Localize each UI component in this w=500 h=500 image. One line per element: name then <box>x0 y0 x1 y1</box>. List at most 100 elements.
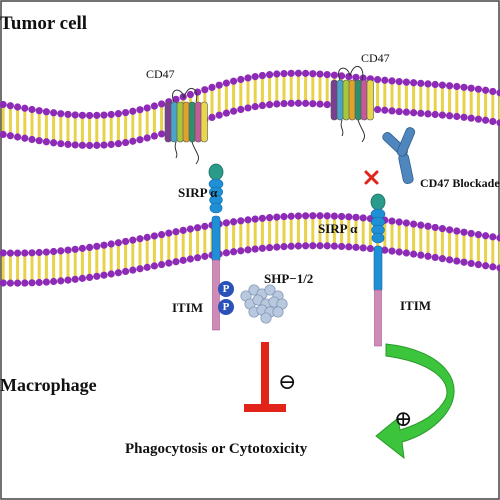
sirp-alpha-label-left: SIRP α <box>178 185 218 200</box>
cd47-helix <box>182 101 190 143</box>
cd47-helix <box>336 79 344 121</box>
lipid-head <box>86 141 94 150</box>
lipid-head <box>172 228 180 236</box>
cd47-helix <box>348 79 356 121</box>
lipid-head <box>28 249 36 257</box>
itim-tail <box>374 289 382 347</box>
lipid-head <box>50 109 58 117</box>
itim-label-right: ITIM <box>400 298 432 313</box>
phosphate-badge: P <box>218 299 234 315</box>
lipid-head <box>129 137 137 145</box>
cd47-helix <box>176 101 184 143</box>
lipid-head <box>402 249 410 257</box>
lipid-head <box>244 216 252 224</box>
lipid-head <box>381 76 389 84</box>
lipid-head <box>474 230 482 239</box>
macrophage-label: Macrophage <box>0 375 97 395</box>
lipid-head <box>150 132 158 140</box>
lipid-head <box>158 230 166 239</box>
lipid-head <box>35 107 43 115</box>
lipid-head <box>309 212 317 220</box>
lipid-head <box>323 212 331 220</box>
lipid-head <box>42 278 51 286</box>
lipid-head <box>446 112 454 120</box>
lipid-head <box>359 214 367 222</box>
lipid-head <box>467 229 475 238</box>
lipid-head <box>251 103 259 111</box>
cd47-tail <box>357 119 365 143</box>
lipid-head <box>14 279 22 287</box>
receptors <box>164 66 416 347</box>
lipid-head <box>266 244 274 252</box>
lipid-head <box>460 228 468 236</box>
lipid-head <box>424 80 432 88</box>
lipid-head <box>28 279 36 287</box>
lipid-head <box>122 138 130 147</box>
lipid-head <box>114 239 122 247</box>
lipid-head <box>316 212 324 220</box>
lipid-head <box>381 246 389 254</box>
cd47-helix <box>330 79 338 121</box>
lipid-head <box>194 88 202 96</box>
lipid-head <box>482 86 490 94</box>
sirp-alpha-label-right: SIRP α <box>318 221 358 236</box>
lipid-head <box>107 240 115 248</box>
lipid-head <box>114 140 122 148</box>
lipid-head <box>93 242 101 250</box>
lipid-head <box>273 213 281 221</box>
lipid-head <box>410 220 418 228</box>
sirp-domain <box>209 202 223 214</box>
lipid-head <box>244 246 252 254</box>
lipid-head <box>222 79 230 87</box>
lipid-head <box>114 269 122 277</box>
lipid-head <box>50 247 58 256</box>
lipid-head <box>57 140 65 148</box>
lipid-head <box>438 111 446 119</box>
cd47-loop <box>338 66 364 81</box>
lipid-head <box>150 262 158 270</box>
lipid-head <box>359 244 367 252</box>
lipid-head <box>165 259 173 267</box>
lipid-head <box>158 260 166 269</box>
lipid-head <box>258 101 266 110</box>
cd47-blockade-label: CD47 Blockade <box>420 176 500 190</box>
lipid-head <box>14 103 22 111</box>
inhibit-arrow-icon <box>261 342 269 406</box>
lipid-head <box>78 141 86 149</box>
lipid-head <box>467 84 475 92</box>
lipid-head <box>489 87 497 96</box>
lipid-head <box>21 279 29 287</box>
lipid-head <box>71 111 79 119</box>
lipid-head <box>244 104 252 112</box>
lipid-head <box>78 244 86 252</box>
shp-bead <box>264 284 276 296</box>
lipid-head <box>237 105 245 114</box>
lipid-head <box>330 71 338 79</box>
lipid-head <box>100 241 108 249</box>
lipid-head <box>273 70 281 78</box>
lipid-head <box>431 110 439 119</box>
lipid-head <box>28 105 36 114</box>
lipid-head <box>201 252 209 260</box>
lipid-head <box>230 248 238 256</box>
lipid-head <box>352 73 360 81</box>
lipid-head <box>50 139 58 147</box>
lipid-head <box>57 247 65 255</box>
lipid-head <box>366 244 374 253</box>
lipid-head <box>143 263 151 271</box>
lipid-head <box>21 134 29 142</box>
lipid-head <box>251 215 259 223</box>
lipid-head <box>266 101 274 109</box>
lipid-head <box>496 119 500 127</box>
lipid-head <box>302 99 310 107</box>
lipid-head <box>71 245 79 253</box>
lipid-head <box>330 212 338 220</box>
lipid-head <box>302 69 310 77</box>
lipid-head <box>86 243 94 251</box>
sirp-domain <box>208 163 224 181</box>
lipid-head <box>417 79 425 87</box>
cd47-tail <box>191 141 199 165</box>
lipid-head <box>287 212 295 220</box>
lipid-head <box>424 252 432 260</box>
lipid-head <box>86 111 94 120</box>
